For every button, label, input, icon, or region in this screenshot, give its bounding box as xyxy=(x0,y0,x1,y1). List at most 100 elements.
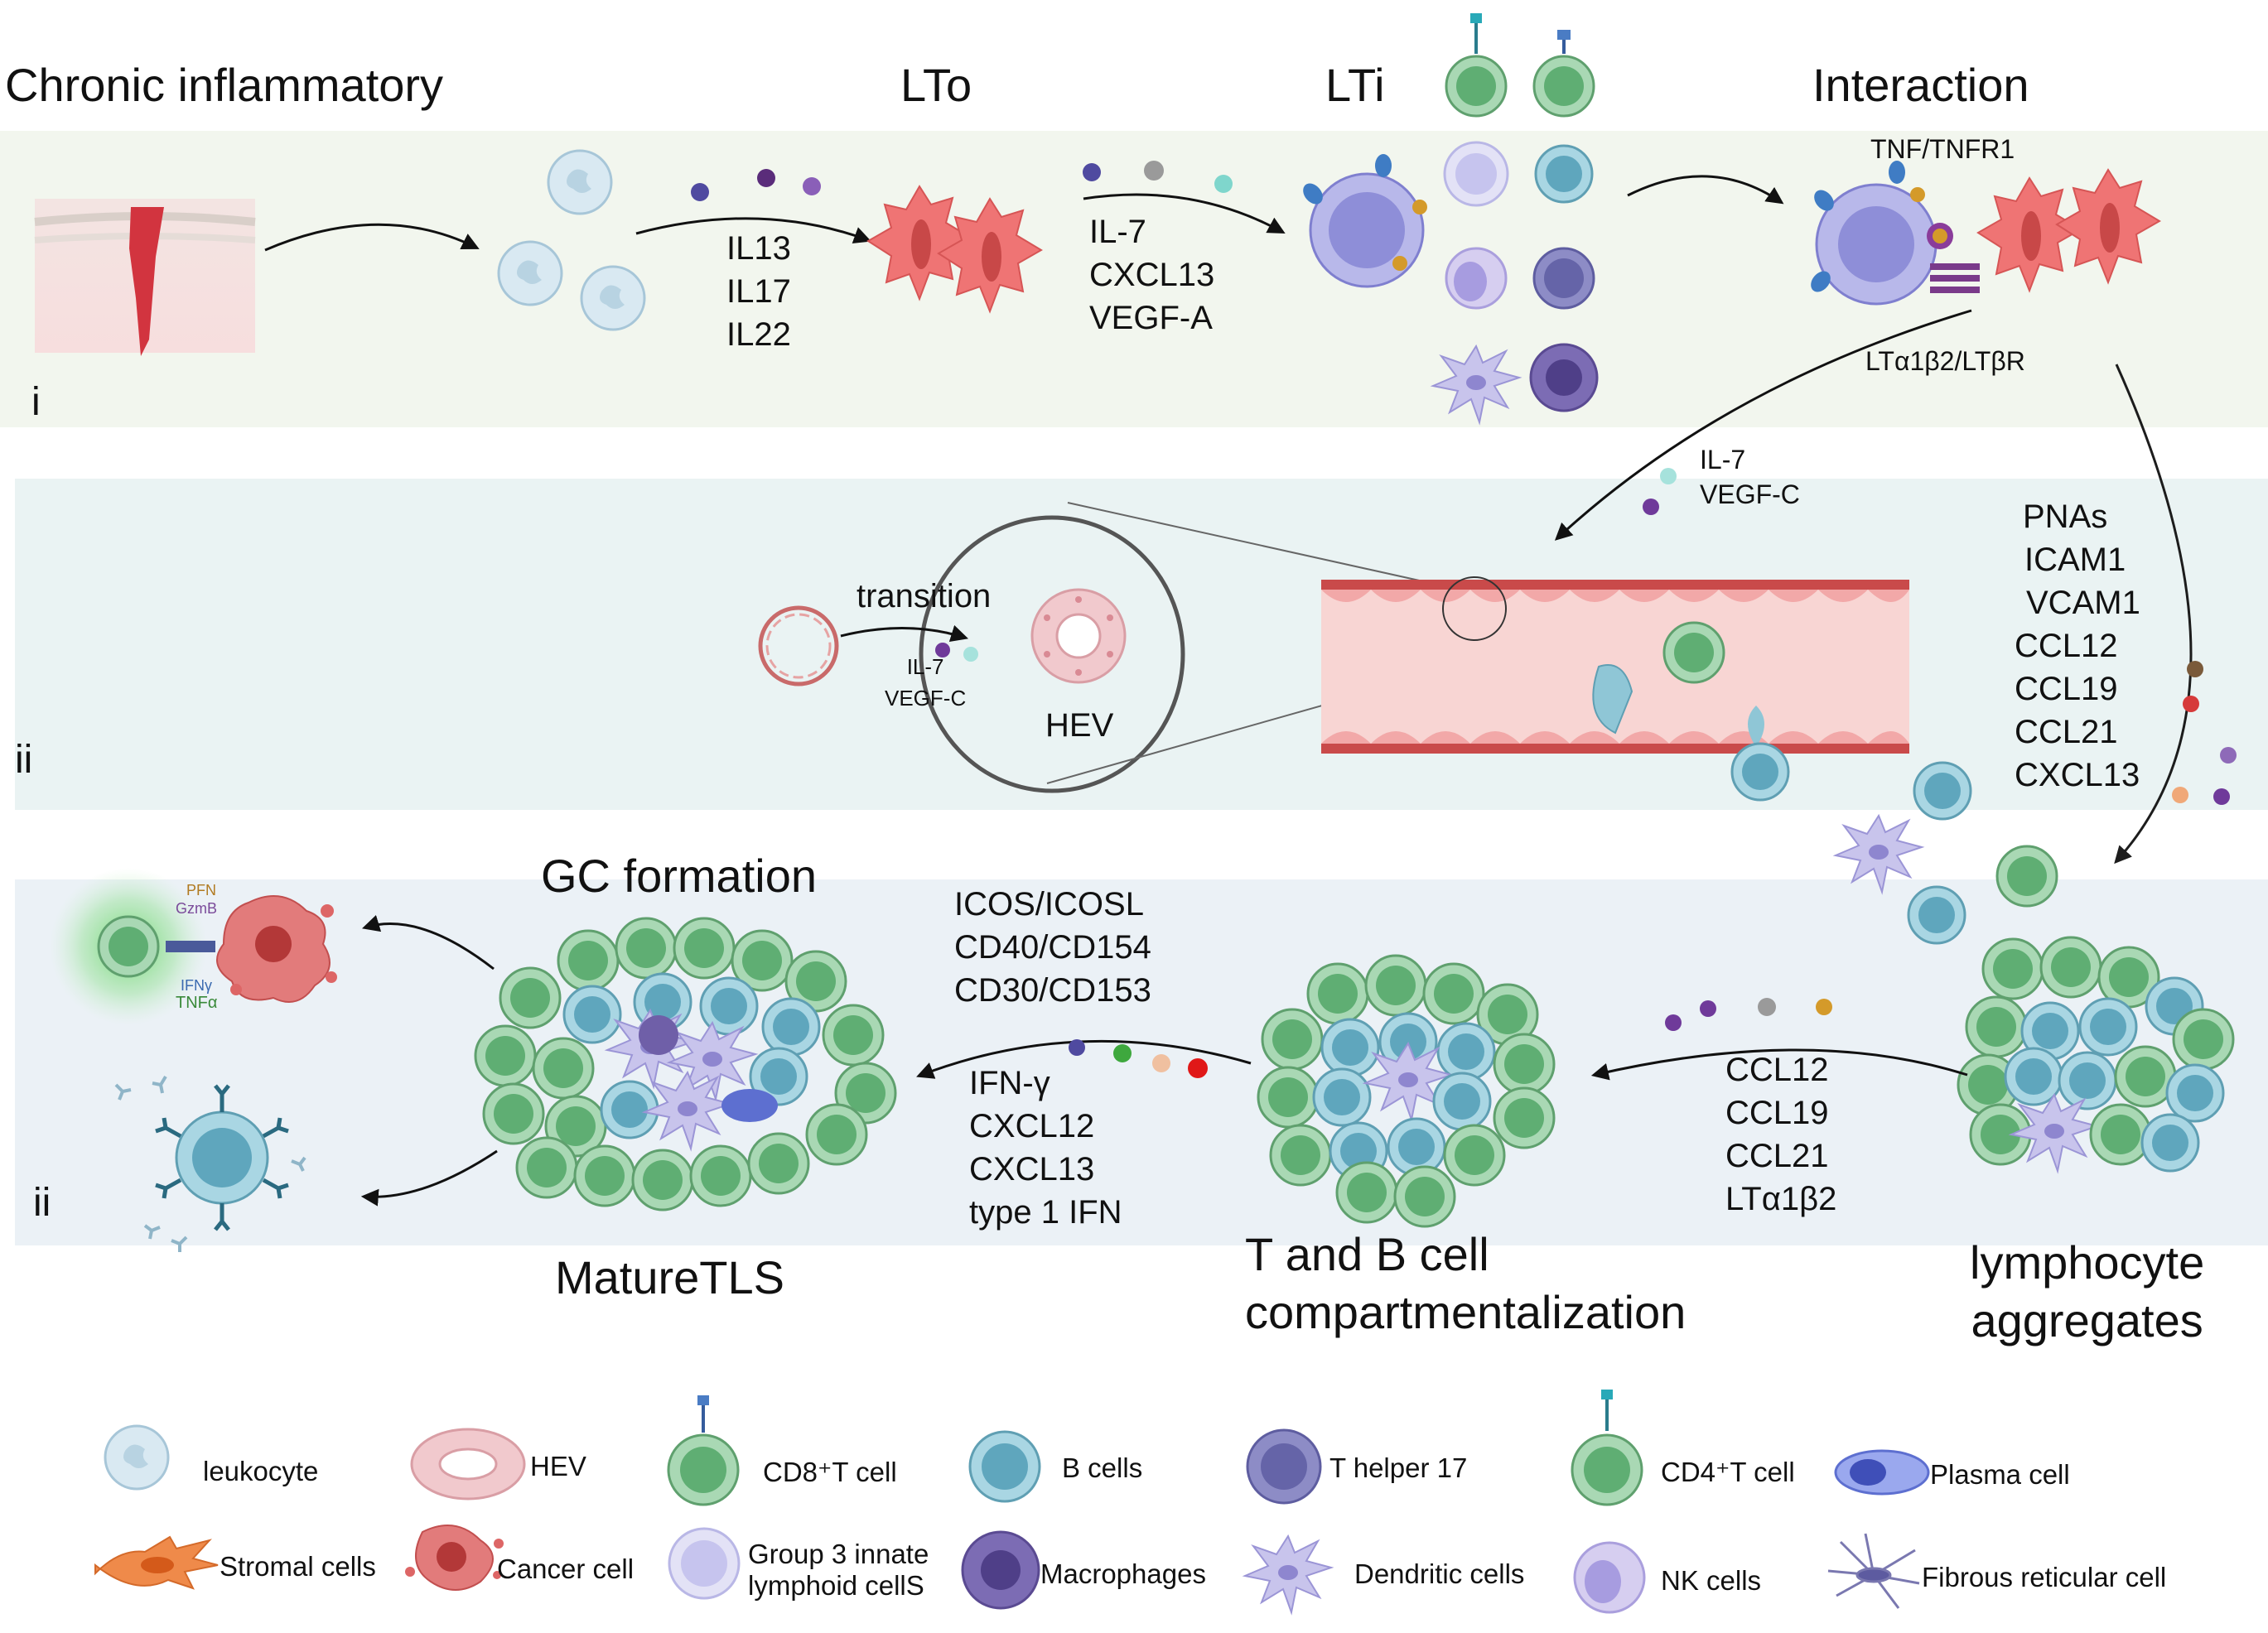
antibody-secreting-b-cell xyxy=(155,1084,289,1231)
cytokine-dot xyxy=(935,643,950,658)
tcr-synapse xyxy=(166,941,215,952)
cytokine-dot xyxy=(1700,1000,1716,1017)
arrow-gc-to-plasma xyxy=(360,1149,498,1207)
legend-label-plasma-cell: Plasma cell xyxy=(1930,1459,2070,1490)
legend-label-hev: HEV xyxy=(530,1451,586,1481)
arrow-interaction-to-aggregates xyxy=(2114,364,2193,865)
arrow-tb-to-gc xyxy=(916,1039,1252,1079)
legend-label-b-cells: B cells xyxy=(1062,1452,1143,1483)
blood-vessel xyxy=(1321,576,1909,754)
cytokine-dot xyxy=(757,169,775,187)
title-lto: LTo xyxy=(900,59,972,111)
label-hev: HEV xyxy=(1045,707,1114,744)
cytokine-dot xyxy=(1144,161,1164,181)
cancer-cell-icon xyxy=(405,1525,504,1591)
title-chronic-inflammatory: Chronic inflammatory xyxy=(5,59,444,111)
cytokine-dot xyxy=(1069,1039,1085,1056)
b-cell xyxy=(1534,144,1594,204)
leukocyte-icon xyxy=(104,1424,170,1491)
cytokine-dot xyxy=(2172,787,2188,803)
cytokine-dot xyxy=(803,177,821,195)
panel-iii-background xyxy=(15,879,2268,1245)
interaction-lti-cell xyxy=(1811,161,1980,306)
nk-cell xyxy=(1445,247,1508,310)
legend-label-dendritic: Dendritic cells xyxy=(1354,1558,1525,1589)
transmigrating-b-cell xyxy=(1730,742,1790,802)
cytokine-dot xyxy=(1214,175,1233,193)
legend-label-cancer: Cancer cell xyxy=(497,1554,635,1584)
b-cell xyxy=(1907,885,1966,945)
plasma-cell-icon xyxy=(1834,1449,1930,1496)
ilc3-icon xyxy=(668,1527,741,1600)
cytokine-dot xyxy=(1083,163,1101,181)
germinal-center-cluster xyxy=(474,917,897,1212)
title-lti: LTi xyxy=(1325,59,1385,111)
b-cell-icon xyxy=(968,1430,1041,1503)
hev-inset-circle xyxy=(919,515,1185,793)
t-helper-17-cell xyxy=(1532,247,1595,310)
legend-label-leukocyte: leukocyte xyxy=(203,1456,319,1486)
cytokine-dot xyxy=(1188,1058,1208,1078)
cytokine-dot xyxy=(1665,1014,1682,1031)
legend-label-cd4: CD4⁺T cell xyxy=(1661,1457,1795,1487)
macrophage-icon xyxy=(961,1530,1040,1610)
immature-vessel-icon xyxy=(758,605,839,686)
legend-label-frc: Fibrous reticular cell xyxy=(1922,1562,2167,1592)
arrow-lto-to-lti xyxy=(1083,193,1286,234)
cytokine-dot xyxy=(1758,998,1776,1016)
label-gzmb: GzmB xyxy=(176,900,218,917)
arrow-gc-to-killing xyxy=(361,915,495,971)
free-antibodies xyxy=(114,1075,306,1252)
b-cell xyxy=(1913,761,1972,821)
cytokine-dot xyxy=(1643,499,1659,515)
arrow-leukocytes-to-lto xyxy=(635,217,871,244)
label-tnfa: TNFα xyxy=(176,994,218,1012)
cd4-t-cell xyxy=(1445,13,1508,118)
cytokine-dot xyxy=(1816,999,1832,1015)
zoom-line xyxy=(1067,502,1484,595)
t-helper-17-icon xyxy=(1246,1428,1322,1505)
cd4-t-cell-icon xyxy=(1571,1390,1643,1506)
panel-label-i: i xyxy=(31,380,41,424)
legend-label-macrophages: Macrophages xyxy=(1040,1558,1206,1589)
ilc3-cell xyxy=(1443,141,1509,207)
inflamed-tissue-icon xyxy=(34,199,256,356)
panel-ii-background xyxy=(15,479,2268,810)
label-ifng: IFNγ xyxy=(181,977,212,994)
lti-cell xyxy=(1303,154,1427,288)
adhesion-molecules-chemokines: PNAs ICAM1 VCAM1 CCL12 CCL19 CCL21 CXCL1… xyxy=(2015,499,2140,793)
cytokine-dot xyxy=(963,647,978,662)
label-tnf-tnfr1: TNF/TNFR1 xyxy=(1870,134,2015,164)
dendritic-cell-icon xyxy=(1244,1535,1332,1613)
cd8-t-cell xyxy=(1532,30,1595,118)
legend-label-stromal: Stromal cells xyxy=(220,1551,376,1582)
cytotoxic-t-cell xyxy=(97,915,160,978)
arrow-transition xyxy=(840,624,969,642)
label-pfn: PFN xyxy=(186,882,216,898)
label-transition: transition xyxy=(857,578,992,614)
cd8-t-cell-icon xyxy=(667,1395,740,1506)
hev-icon xyxy=(1030,588,1127,684)
panel-label-iii: ii xyxy=(33,1181,51,1225)
title-interaction: Interaction xyxy=(1812,59,2029,111)
cytokine-dot xyxy=(1152,1054,1170,1072)
legend xyxy=(94,1390,1930,1614)
cytokine-dot xyxy=(2213,788,2230,805)
fibrous-reticular-cell-icon xyxy=(1827,1533,1920,1609)
stromal-cell-icon xyxy=(94,1535,219,1590)
arrow-interaction-to-vessel xyxy=(1554,309,1972,541)
cytokine-dot xyxy=(2220,747,2237,764)
title-gc-formation: GC formation xyxy=(541,850,817,902)
arrow-lti-to-interaction xyxy=(1627,175,1784,205)
title-mature-tls: MatureTLS xyxy=(555,1251,784,1303)
